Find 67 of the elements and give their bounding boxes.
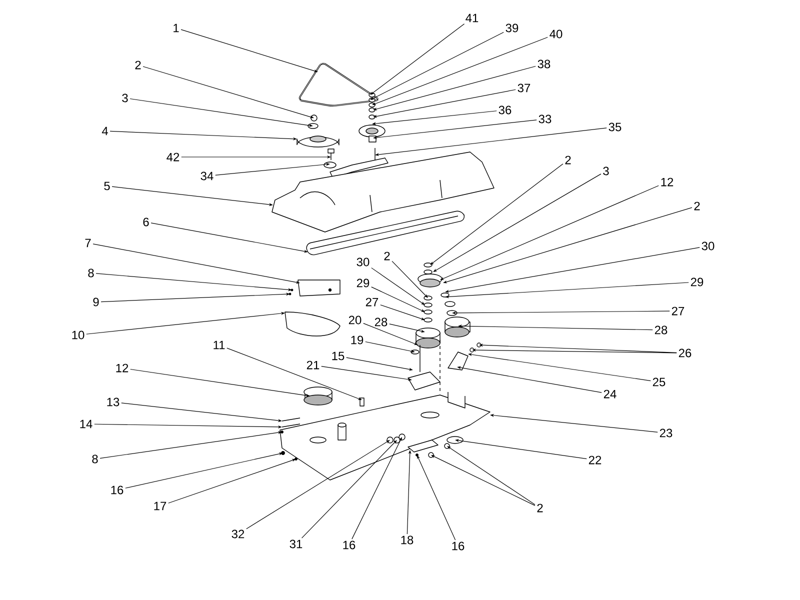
callout-number: 27 — [672, 306, 684, 316]
callout-number: 26 — [678, 348, 692, 358]
callout-number: 27 — [366, 298, 378, 306]
callout-number: 16 — [452, 542, 464, 550]
callout-number: 2 — [537, 504, 543, 512]
callout-number: 20 — [348, 316, 362, 324]
leader-line — [370, 24, 465, 95]
callout-number: 12 — [661, 178, 674, 186]
callout-number: 30 — [702, 242, 714, 250]
callout-number: 2 — [384, 252, 390, 260]
callout-number: 6 — [143, 218, 149, 226]
callout-number: 4 — [102, 126, 108, 136]
callout-number: 42 — [166, 152, 180, 162]
callout-number: 41 — [466, 14, 478, 22]
callout-number: 24 — [604, 390, 616, 398]
callout-number: 37 — [518, 84, 530, 92]
callout-number: 8 — [92, 454, 98, 464]
callout-number: 11 — [214, 340, 225, 350]
callout-number: 17 — [154, 502, 166, 510]
leader-line — [433, 174, 602, 272]
callout-number: 29 — [690, 278, 704, 286]
leader-line — [447, 446, 536, 505]
callout-number: 8 — [88, 268, 94, 278]
callout-number: 31 — [290, 540, 302, 548]
leader-line — [392, 260, 428, 298]
callout-number: 28 — [374, 318, 388, 326]
callout-number: 10 — [72, 330, 84, 340]
callout-number: 3 — [122, 94, 128, 102]
callout-number: 1 — [174, 24, 179, 32]
leader-line — [246, 440, 390, 530]
callout-number: 2 — [565, 156, 571, 164]
callout-number: 33 — [538, 114, 552, 124]
callout-number: 16 — [343, 540, 356, 550]
callout-number: 15 — [332, 352, 344, 360]
callout-number: 22 — [588, 456, 602, 464]
callout-number: 35 — [608, 122, 622, 132]
callout-number: 36 — [498, 106, 512, 114]
callout-number: 32 — [232, 530, 244, 538]
leader-line — [371, 286, 425, 312]
callout-number: 3 — [603, 166, 609, 176]
callout-number: 9 — [93, 298, 99, 306]
leader-line — [371, 268, 425, 305]
callout-number: 40 — [550, 30, 562, 38]
callout-number: 14 — [80, 420, 92, 428]
callout-number: 19 — [351, 336, 364, 344]
callout-number: 23 — [660, 428, 672, 438]
callout-number: 13 — [107, 398, 120, 406]
leader-line — [352, 437, 402, 540]
callout-number: 16 — [111, 486, 124, 494]
leader-line — [431, 455, 536, 506]
callout-number: 25 — [652, 378, 666, 386]
callout-number: 39 — [506, 24, 518, 32]
callout-number: 29 — [356, 278, 370, 288]
callout-number: 38 — [538, 60, 550, 68]
callout-number: 7 — [85, 238, 91, 248]
callout-number: 12 — [116, 364, 128, 372]
leader-line — [301, 440, 397, 538]
callout-number: 2 — [694, 202, 700, 210]
callout-number: 28 — [654, 326, 668, 334]
callout-number: 5 — [104, 182, 110, 190]
callout-number: 2 — [135, 60, 141, 70]
callout-number: 30 — [356, 258, 370, 266]
leader-line — [430, 164, 564, 265]
callout-number: 18 — [401, 536, 414, 544]
callout-number: 21 — [306, 360, 320, 370]
callout-number: 34 — [200, 172, 214, 180]
leader-line — [370, 32, 504, 100]
